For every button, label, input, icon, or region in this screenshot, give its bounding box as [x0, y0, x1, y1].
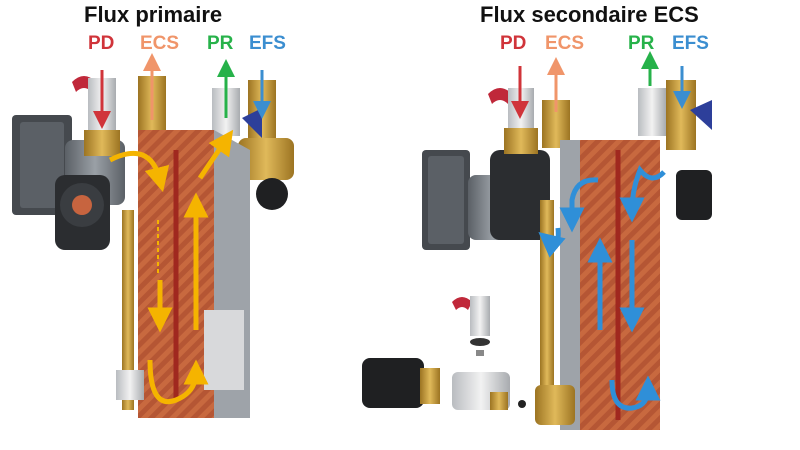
detached-body-icon: [452, 372, 526, 410]
left-side-plug: [256, 178, 288, 210]
left-side-fitting: [238, 138, 294, 180]
right-fitting-pr: [638, 88, 666, 136]
left-assembly: [12, 53, 294, 418]
right-label-pd: PD: [500, 33, 527, 54]
right-side-plug: [676, 170, 712, 220]
left-pump-icon: [12, 115, 125, 250]
right-valve-pd-icon: [488, 88, 538, 154]
right-label-pr: PR: [628, 33, 655, 54]
detached-pump-icon: [362, 358, 440, 408]
right-pipe: [540, 200, 554, 390]
detached-valve-icon: [452, 296, 490, 356]
left-bottom-fitting: [116, 370, 144, 400]
left-primary-flow: [108, 129, 234, 404]
left-title: Flux primaire: [84, 2, 223, 27]
right-label-ecs: ECS: [545, 33, 585, 54]
right-title: Flux secondaire ECS: [480, 2, 699, 27]
right-bottom-fitting: [535, 385, 575, 425]
left-valve-efs-icon: [242, 80, 276, 140]
left-label-pd: PD: [88, 33, 115, 54]
right-pump-icon: [422, 150, 550, 250]
right-valve-efs-icon: [666, 80, 712, 150]
left-return-pipe: [122, 210, 134, 410]
right-assembly: [362, 51, 712, 430]
left-label-ecs: ECS: [140, 33, 180, 54]
left-label-efs: EFS: [249, 33, 286, 54]
right-secondary-flow: [538, 165, 666, 411]
right-label-efs: EFS: [672, 33, 709, 54]
left-label-pr: PR: [207, 33, 234, 54]
